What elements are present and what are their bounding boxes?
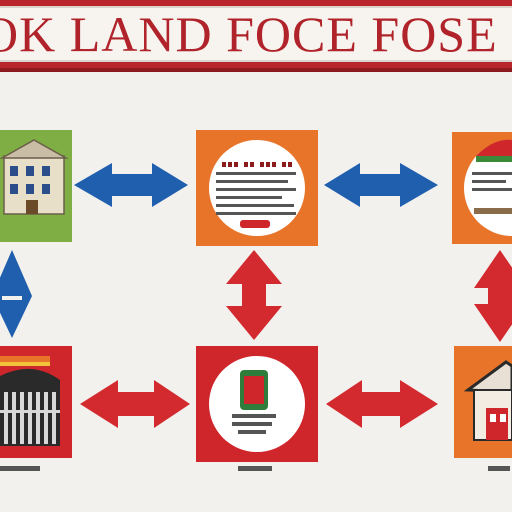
phone-icon	[232, 370, 276, 434]
arrow-document-store	[324, 163, 438, 207]
warehouse-caption-mark	[0, 466, 40, 471]
arrow-bank-building-document	[74, 163, 188, 207]
phone-caption-mark	[238, 466, 272, 471]
store-icon	[464, 139, 512, 236]
arrow-store-house	[474, 250, 512, 342]
page-title: OK LAND FOCE FOSE PAN	[0, 6, 512, 62]
arrow-warehouse-phone	[80, 380, 190, 428]
arrow-bank-building-warehouse	[0, 250, 32, 338]
warehouse-icon	[0, 356, 60, 446]
house-icon	[463, 360, 512, 441]
title-banner: OK LAND FOCE FOSE PAN	[0, 0, 512, 72]
document-icon	[216, 162, 296, 228]
house-caption-mark	[488, 466, 510, 471]
arrow-document-phone	[226, 250, 282, 340]
title-band: OK LAND FOCE FOSE PAN	[0, 6, 512, 62]
bank-building-icon	[0, 139, 69, 215]
arrow-phone-house	[326, 380, 438, 428]
